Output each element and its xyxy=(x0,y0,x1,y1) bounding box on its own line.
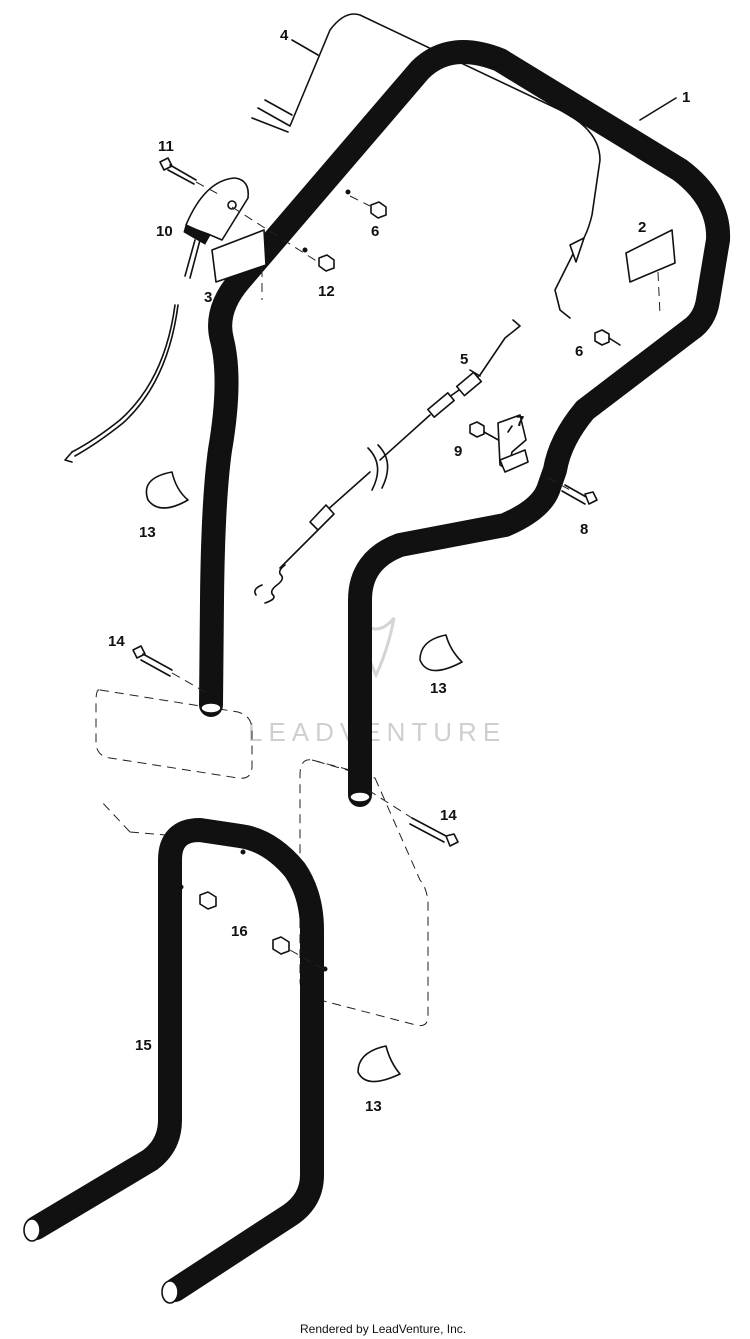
callout-13-lower: 13 xyxy=(365,1098,382,1115)
callout-6-top: 6 xyxy=(371,223,379,240)
decal-part-2 xyxy=(625,229,676,283)
wire-tie-part-13-lower xyxy=(357,1045,401,1083)
callout-7: 7 xyxy=(516,413,524,430)
upper-handle-part-1 xyxy=(199,40,731,807)
callout-9: 9 xyxy=(454,443,462,460)
bracket-part-7 xyxy=(497,414,529,473)
callout-5: 5 xyxy=(460,351,468,368)
callout-6-right: 6 xyxy=(575,343,583,360)
nut-16-leader xyxy=(289,949,326,971)
wire-tie-part-13-middle xyxy=(419,634,463,672)
callout-15: 15 xyxy=(135,1037,152,1054)
alignment-box-left xyxy=(95,689,253,779)
nut-part-12 xyxy=(231,206,335,272)
footer-credit: Rendered by LeadVenture, Inc. xyxy=(300,1322,466,1336)
callout-14-left: 14 xyxy=(108,633,125,650)
bolt-part-14-left xyxy=(132,645,206,693)
callout-13-middle: 13 xyxy=(430,680,447,697)
nut-part-9 xyxy=(469,421,503,443)
callout-10: 10 xyxy=(156,223,173,240)
callout-leaders xyxy=(291,39,677,433)
lever-cable xyxy=(64,304,179,463)
decal-part-3 xyxy=(211,229,267,283)
callout-3: 3 xyxy=(204,289,212,306)
nut-part-6-right xyxy=(594,329,621,346)
nut-part-6-top xyxy=(349,195,387,219)
decal-2-leader xyxy=(657,271,661,316)
bolt-part-11 xyxy=(159,157,223,197)
nut-part-16-right xyxy=(272,936,290,955)
bolt-part-14-right xyxy=(367,789,459,847)
nut-part-16-left xyxy=(199,891,217,910)
callout-8: 8 xyxy=(580,521,588,538)
leadventure-watermark: LEADVENTURE xyxy=(248,617,506,747)
control-bail-part-4 xyxy=(251,13,601,319)
callout-11: 11 xyxy=(158,138,174,155)
callout-13-upper: 13 xyxy=(139,524,156,541)
control-cable-part-5 xyxy=(254,319,521,604)
callout-14-right: 14 xyxy=(440,807,457,824)
callout-12: 12 xyxy=(318,283,335,300)
lower-handle-part-15 xyxy=(23,818,328,1304)
watermark-text: LEADVENTURE xyxy=(248,717,506,747)
callout-16: 16 xyxy=(231,923,248,940)
control-lever-part-10 xyxy=(183,177,250,279)
callout-4: 4 xyxy=(280,27,289,44)
callout-2: 2 xyxy=(638,219,646,236)
callout-1: 1 xyxy=(682,89,690,106)
wire-tie-part-13-upper xyxy=(145,471,189,509)
alignment-box-right xyxy=(299,759,429,1027)
bolt-part-8 xyxy=(547,477,598,505)
